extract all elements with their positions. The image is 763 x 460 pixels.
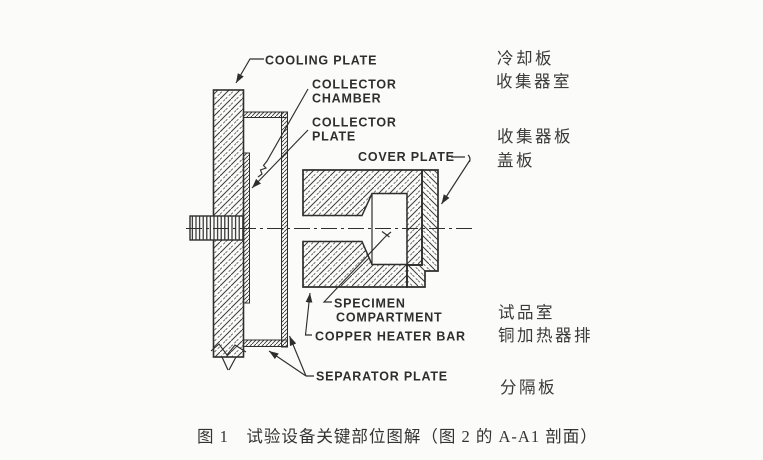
leader-cover-plate [441,159,471,205]
zh-label-cover-plate: 盖板 [497,151,535,170]
figure-caption: 图 1 试验设备关键部位图解（图 2 的 A-A1 剖面） [197,427,598,446]
label-specimen-line2: COMPARTMENT [336,311,442,325]
label-separator-plate: SEPARATOR PLATE [316,370,448,384]
label-collector-chamber-line2: CHAMBER [312,92,382,106]
label-collector-plate-line2: PLATE [312,130,356,144]
break-tail [221,356,237,371]
leader-separator-plate-1 [269,351,314,377]
leader-cooling-plate [235,58,264,84]
label-collector-plate-line1: COLLECTOR [312,116,397,130]
leader-copper-heater-bar [304,292,313,336]
leader-separator-plate-2 [288,335,307,377]
separator-plate-bottom-shape [243,339,288,347]
zh-label-cooling-plate: 冷却板 [497,49,554,68]
zh-label-copper-heater-bar: 铜加热器排 [498,326,593,345]
leader-collector-plate [251,129,309,189]
zh-label-specimen-compartment: 试品室 [498,303,555,322]
zh-label-collector-chamber: 收集器室 [496,72,572,91]
label-specimen-line1: SPECIMEN [334,297,406,311]
zh-label-separator-plate: 分隔板 [500,378,557,397]
label-cooling-plate: COOLING PLATE [265,54,377,68]
label-cover-plate: COVER PLATE [358,150,455,164]
chamber-top-plate-shape [243,111,288,118]
leader-specimen-compartment [322,231,392,303]
leader-collector-chamber [257,88,309,178]
separator-plate-vertical-shape [281,111,288,348]
break-line [210,343,247,356]
label-collector-chamber-line1: COLLECTOR [312,78,397,92]
zh-label-collector-plate: 收集器板 [497,127,573,146]
label-copper-heater-bar: COPPER HEATER BAR [315,330,466,344]
